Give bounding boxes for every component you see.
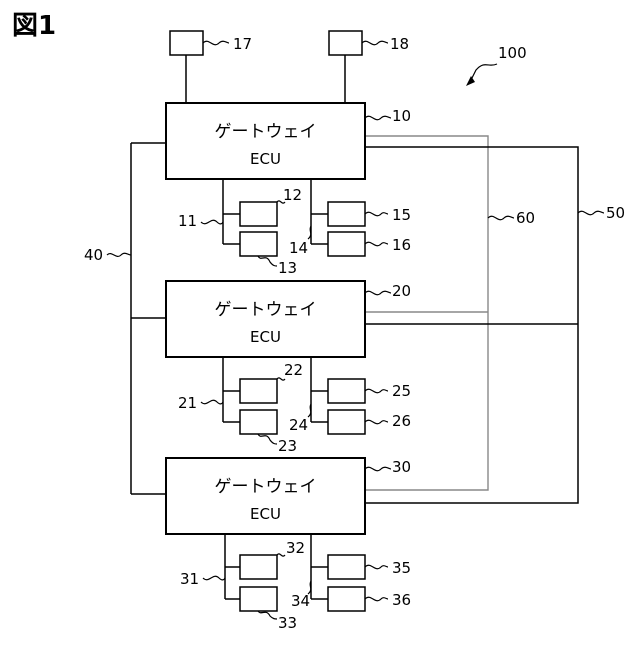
ref-26: 26 [392, 412, 411, 430]
leader-40 [107, 253, 131, 256]
gateway-ecu-10-sublabel: ECU [250, 150, 281, 168]
ref-12: 12 [283, 186, 302, 204]
leader-100 [470, 64, 497, 82]
gateway-ecu-20-sublabel: ECU [250, 328, 281, 346]
ecu-13 [240, 232, 277, 256]
device-18 [329, 31, 362, 55]
leader-60 [488, 216, 514, 220]
device-17 [170, 31, 203, 55]
leader-11 [201, 220, 223, 224]
leader-10 [365, 116, 391, 120]
ref-23: 23 [278, 437, 297, 455]
ref-22: 22 [284, 361, 303, 379]
leader-21 [201, 400, 223, 404]
subnet-24 [311, 357, 328, 422]
ecu-36 [328, 587, 365, 611]
leader-31 [203, 576, 225, 580]
figure-title: 図1 [12, 11, 56, 41]
ref-24: 24 [289, 416, 308, 434]
ref-50: 50 [606, 204, 625, 222]
ref-18: 18 [390, 35, 409, 53]
ref-36: 36 [392, 591, 411, 609]
leader-17 [203, 41, 229, 45]
ref-34: 34 [291, 592, 310, 610]
ref-10: 10 [392, 107, 411, 125]
ref-17: 17 [233, 35, 252, 53]
leader-25 [365, 389, 388, 392]
ref-14: 14 [289, 239, 308, 257]
leader-23 [258, 434, 277, 444]
bus-50 [365, 147, 578, 503]
ref-100: 100 [498, 44, 527, 62]
leader-15 [365, 212, 388, 215]
ecu-16 [328, 232, 365, 256]
gateway-ecu-30-label: ゲートウェイ [215, 477, 317, 497]
leader-35 [365, 565, 388, 568]
ref-30: 30 [392, 458, 411, 476]
ecu-12 [240, 202, 277, 226]
ref-40: 40 [84, 246, 103, 264]
gateway-ecu-10-label: ゲートウェイ [215, 122, 317, 142]
leader-13 [258, 256, 277, 266]
ref-32: 32 [286, 539, 305, 557]
ref-20: 20 [392, 282, 411, 300]
bus-60 [365, 136, 488, 490]
subnet-14 [311, 179, 328, 244]
leader-36 [365, 597, 388, 600]
ref-25: 25 [392, 382, 411, 400]
leader-26 [365, 420, 388, 423]
subnet-11 [223, 179, 240, 244]
ecu-33 [240, 587, 277, 611]
subnet-31 [225, 534, 240, 599]
leader-18 [362, 41, 388, 45]
ref-60: 60 [516, 209, 535, 227]
leader-50 [578, 211, 604, 215]
gateway-ecu-30-sublabel: ECU [250, 505, 281, 523]
ecu-22 [240, 379, 277, 403]
ref-13: 13 [278, 259, 297, 277]
subnet-21 [223, 357, 240, 422]
ref-21: 21 [178, 394, 197, 412]
gateway-ecu-20-label: ゲートウェイ [215, 300, 317, 320]
ecu-25 [328, 379, 365, 403]
leader-30 [365, 467, 391, 471]
ecu-32 [240, 555, 277, 579]
ref-35: 35 [392, 559, 411, 577]
arrowhead-100 [466, 76, 475, 86]
ref-31: 31 [180, 570, 199, 588]
ecu-23 [240, 410, 277, 434]
ecu-26 [328, 410, 365, 434]
subnet-34 [311, 534, 328, 599]
leader-16 [365, 242, 388, 245]
ref-33: 33 [278, 614, 297, 632]
leader-33 [258, 611, 277, 619]
leader-20 [365, 291, 391, 295]
ecu-15 [328, 202, 365, 226]
ref-11: 11 [178, 212, 197, 230]
ref-16: 16 [392, 236, 411, 254]
ecu-35 [328, 555, 365, 579]
ref-15: 15 [392, 206, 411, 224]
leader-32 [277, 554, 285, 556]
